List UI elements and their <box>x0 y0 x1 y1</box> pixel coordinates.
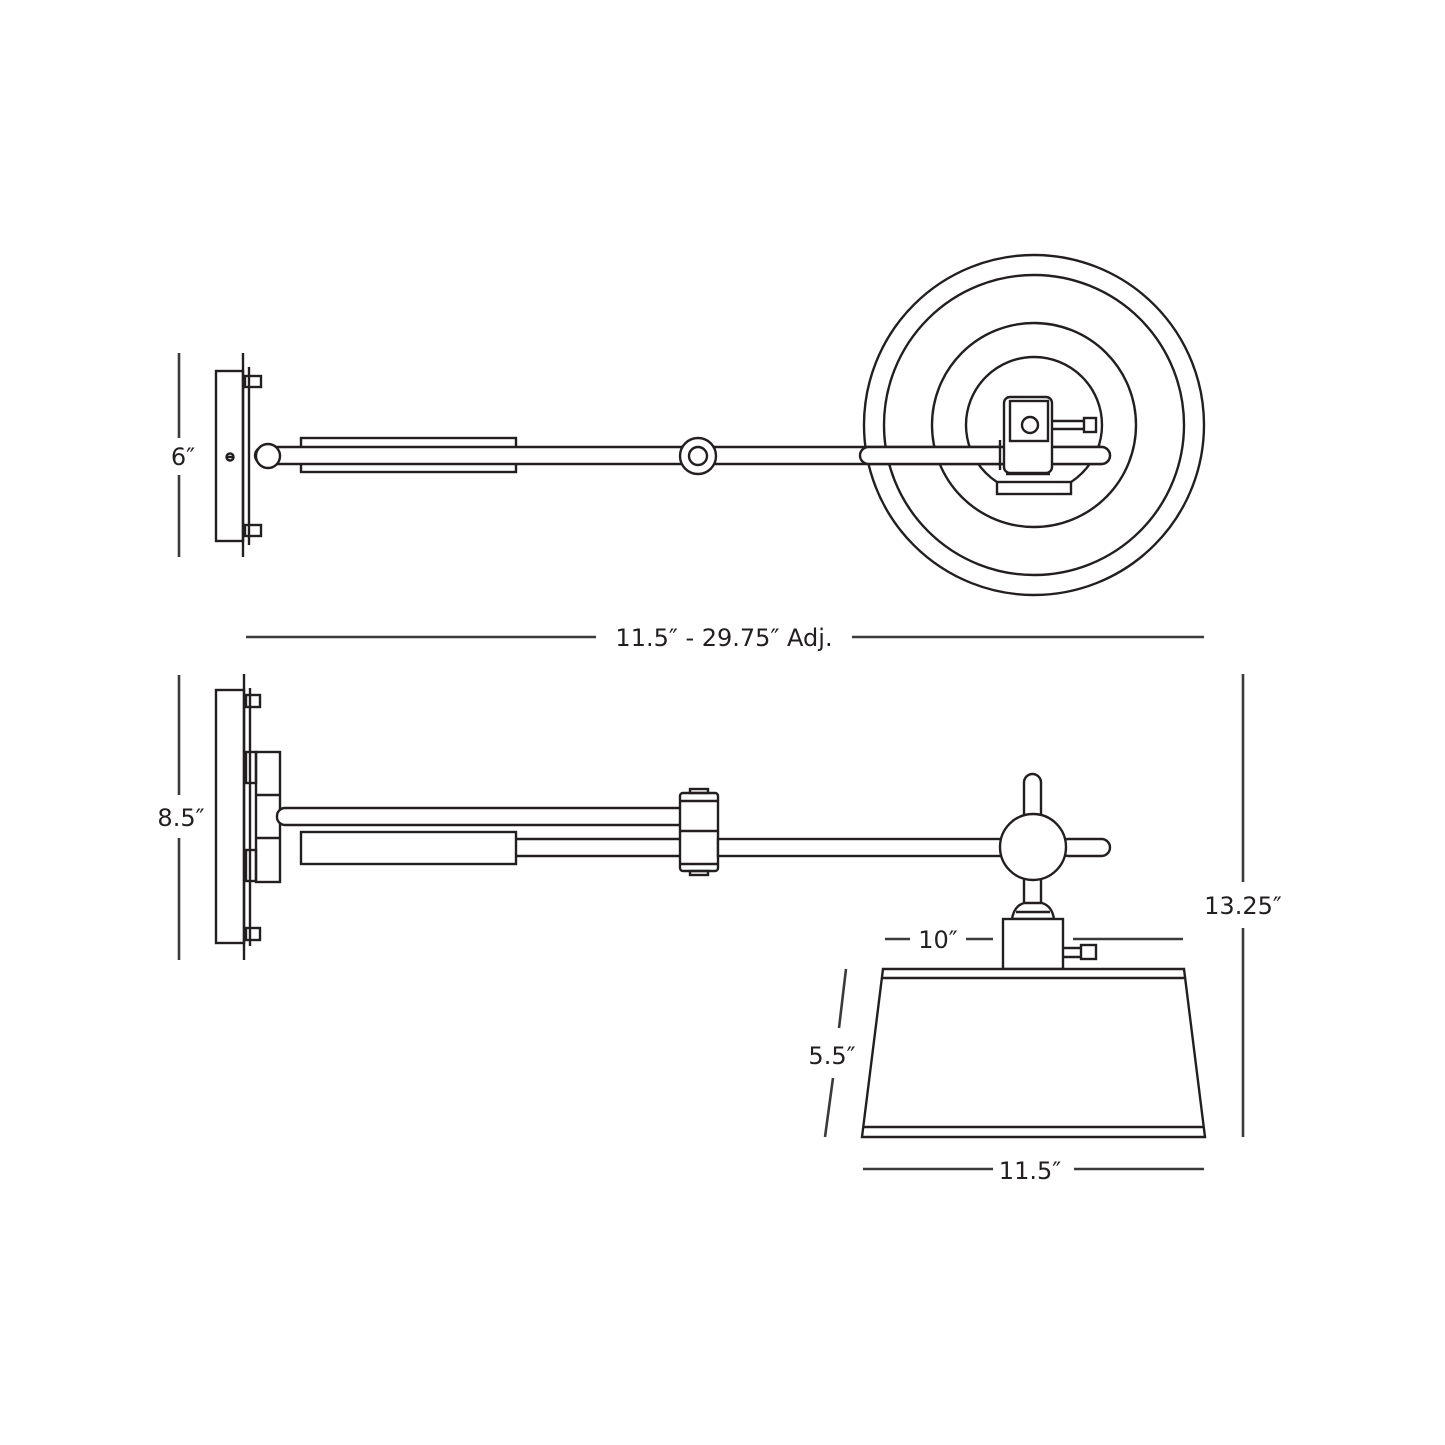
top-backplate-dimension: 6″ <box>171 353 195 557</box>
shade-height-dimension: 5.5″ <box>808 968 856 1138</box>
shade-height-label: 5.5″ <box>808 1042 855 1070</box>
side-arm <box>275 787 1012 877</box>
side-view: 8.5″ <box>157 674 1282 1185</box>
side-backplate <box>214 674 282 960</box>
lamp-shade <box>860 967 1207 1139</box>
top-backplate-height-label: 6″ <box>171 443 195 471</box>
ball-joint <box>998 772 1112 912</box>
socket <box>1001 901 1098 971</box>
top-backplate <box>214 353 263 557</box>
shade-top-width-dimension: 10″ <box>885 926 1183 954</box>
extension-dimension: 11.5″ - 29.75″ Adj. <box>246 624 1204 652</box>
side-backplate-dimension: 8.5″ <box>157 675 205 960</box>
shade-bottom-width-dimension: 11.5″ <box>863 1157 1204 1185</box>
side-backplate-height-label: 8.5″ <box>157 804 204 832</box>
overall-height-dimension: 13.25″ <box>1204 674 1282 1137</box>
shade-top-width-label: 10″ <box>918 926 958 954</box>
top-view: 6″ <box>171 253 1206 597</box>
overall-height-label: 13.25″ <box>1204 892 1282 920</box>
top-shade <box>858 253 1206 597</box>
arm-swivel-joint <box>678 436 718 476</box>
shade-bottom-width-label: 11.5″ <box>999 1157 1061 1185</box>
extension-range-label: 11.5″ - 29.75″ Adj. <box>615 624 832 652</box>
switch-knob <box>1079 943 1098 961</box>
